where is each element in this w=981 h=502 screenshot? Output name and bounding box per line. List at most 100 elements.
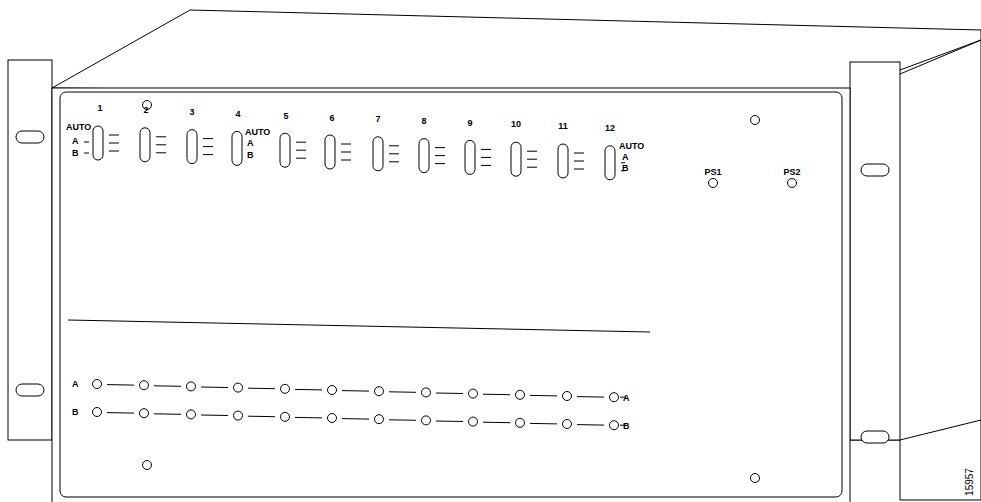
status-led — [516, 390, 525, 399]
position-mark — [341, 160, 351, 161]
power-led — [788, 179, 797, 188]
led-link — [436, 421, 463, 423]
rack-ear — [850, 62, 900, 440]
status-led — [234, 411, 243, 420]
panel-label: AUTO — [245, 128, 270, 137]
position-mark — [156, 136, 166, 137]
position-mark — [341, 152, 351, 153]
position-mark — [527, 159, 537, 160]
status-led — [469, 389, 478, 398]
status-led — [610, 393, 619, 402]
position-mark — [435, 163, 445, 164]
led-link — [483, 394, 510, 396]
led-link — [436, 393, 463, 395]
position-mark — [435, 155, 445, 156]
mounting-slot — [861, 164, 889, 176]
led-link — [389, 391, 416, 393]
panel-label: AUTO — [66, 123, 91, 132]
selector-switch — [325, 135, 335, 169]
selector-switch — [465, 140, 475, 174]
selector-switch — [605, 146, 615, 180]
screw-hole — [751, 474, 760, 483]
position-mark — [296, 142, 306, 143]
mounting-slot — [16, 131, 44, 143]
position-mark — [481, 165, 491, 166]
panel-label: 7 — [375, 115, 380, 124]
led-link — [154, 385, 181, 387]
position-mark — [435, 147, 445, 148]
panel-label: 12 — [605, 124, 615, 133]
status-led — [328, 386, 337, 395]
selector-switch — [511, 142, 521, 176]
panel-label: B — [622, 164, 629, 173]
selector-switch — [419, 139, 429, 173]
panel-label: B — [72, 149, 79, 158]
status-led — [281, 384, 290, 393]
position-mark — [341, 144, 351, 145]
selector-switch — [187, 130, 197, 164]
status-led — [610, 421, 619, 430]
led-link — [295, 417, 322, 419]
panel-label: A — [72, 137, 79, 146]
led-link — [389, 419, 416, 421]
status-led — [422, 416, 431, 425]
led-link — [248, 416, 275, 418]
position-mark — [109, 151, 119, 152]
panel-label: AUTO — [619, 142, 644, 151]
panel-label: 1 — [97, 104, 102, 113]
mounting-slot — [16, 384, 44, 396]
led-link — [154, 413, 181, 415]
led-link — [201, 415, 228, 417]
position-mark — [296, 150, 306, 151]
panel-label: PS2 — [783, 168, 800, 177]
front-panel-inset — [60, 92, 842, 497]
panel-label: 5 — [283, 112, 288, 121]
position-mark — [389, 153, 399, 154]
panel-label: A — [72, 380, 79, 389]
status-led — [234, 383, 243, 392]
selector-switch — [93, 126, 103, 160]
position-mark — [203, 154, 213, 155]
status-led — [375, 415, 384, 424]
status-led — [328, 414, 337, 423]
status-led — [281, 412, 290, 421]
position-mark — [389, 145, 399, 146]
position-mark — [527, 167, 537, 168]
status-led — [140, 409, 149, 418]
position-mark — [481, 149, 491, 150]
position-mark — [574, 169, 584, 170]
position-mark — [109, 143, 119, 144]
chassis-edge — [900, 40, 981, 70]
panel-label: B — [623, 422, 630, 431]
led-link — [107, 412, 134, 414]
panel-label: A — [247, 139, 254, 148]
position-mark — [574, 161, 584, 162]
panel-label: 11 — [558, 122, 568, 131]
panel-label: 8 — [421, 117, 426, 126]
rack-ear — [8, 60, 52, 440]
status-led — [422, 388, 431, 397]
led-link — [577, 396, 604, 398]
position-mark — [84, 142, 89, 143]
status-led — [563, 420, 572, 429]
position-mark — [156, 144, 166, 145]
panel-label: A — [622, 153, 629, 162]
selector-switch — [558, 144, 568, 178]
panel-label: B — [247, 151, 254, 160]
status-led — [563, 392, 572, 401]
status-led — [93, 408, 102, 417]
selector-switch — [373, 137, 383, 171]
selector-switch — [280, 133, 290, 167]
mounting-slot — [861, 431, 889, 443]
panel-label: 2 — [143, 106, 148, 115]
position-mark — [527, 151, 537, 152]
position-mark — [203, 146, 213, 147]
position-mark — [296, 158, 306, 159]
position-mark — [109, 135, 119, 136]
panel-label: PS1 — [704, 168, 721, 177]
panel-label: 10 — [511, 120, 521, 129]
position-mark — [84, 153, 89, 154]
panel-label: B — [72, 408, 79, 417]
led-link — [342, 418, 369, 420]
